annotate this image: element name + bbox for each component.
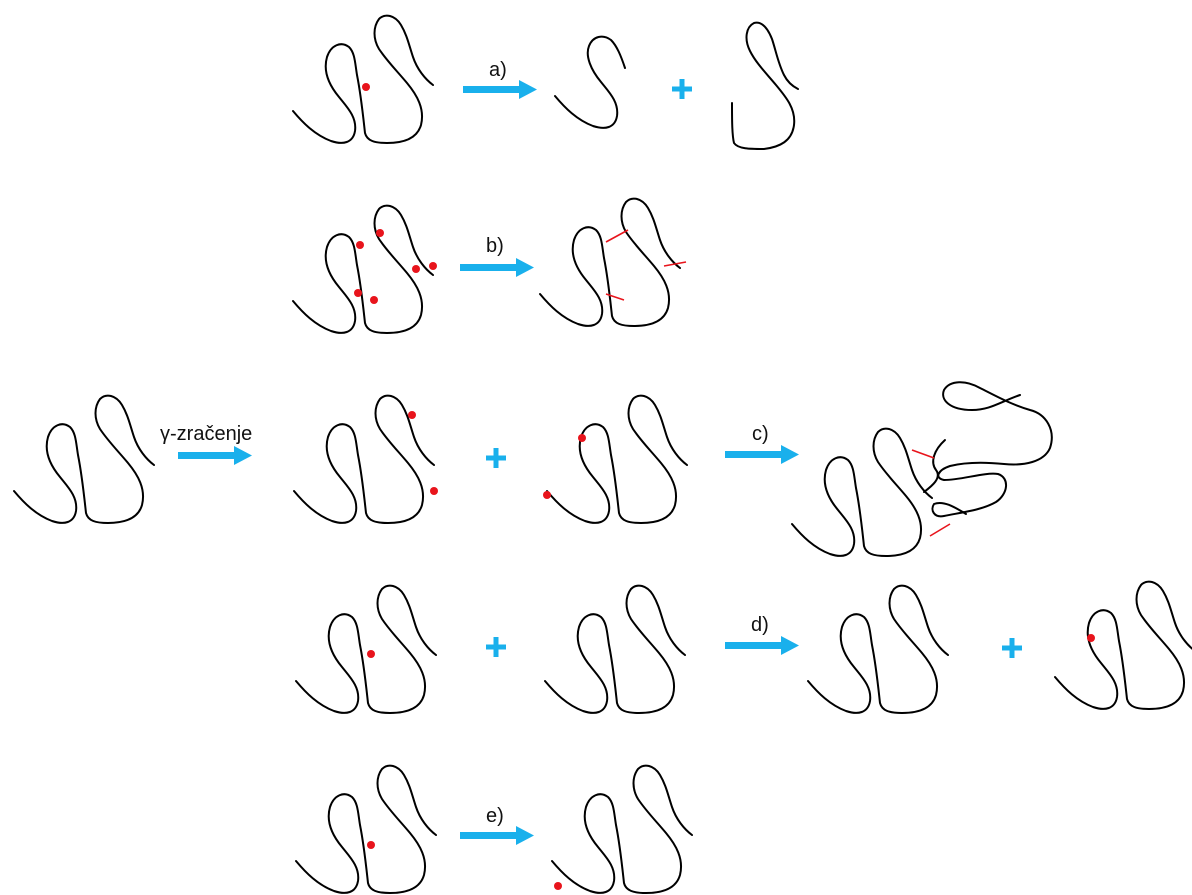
reaction-arrow-a: [463, 80, 537, 99]
radiation-label: γ-zračenje: [160, 423, 252, 445]
reaction-arrow-e: [460, 826, 534, 845]
plus-sign-a: [672, 79, 692, 99]
reaction-label-c: c): [752, 423, 769, 445]
radical-site: [554, 882, 562, 890]
reaction-arrow-c: [725, 445, 799, 464]
irradiated-chain-c2: [543, 394, 688, 524]
radiation-arrow: [178, 446, 252, 465]
radical-site: [370, 296, 378, 304]
reactant-chain-a: [292, 14, 434, 144]
reaction-label-b: b): [486, 235, 504, 257]
radical-site: [362, 83, 370, 91]
reactant-chain-d2: [544, 584, 686, 714]
plus-sign-d2: [1002, 638, 1022, 658]
reactant-chain-b: [292, 204, 437, 334]
irradiated-chain-c1: [293, 394, 438, 524]
reaction-label-a: a): [489, 59, 507, 81]
scission-fragment-left: [554, 35, 626, 129]
radical-site: [1087, 634, 1095, 642]
radical-site: [543, 491, 551, 499]
reactant-chain-e: [295, 764, 437, 894]
radical-site: [408, 411, 416, 419]
initial-polymer-chain: [13, 394, 155, 524]
product-chain-d2: [1054, 580, 1192, 710]
reaction-arrow-d: [725, 636, 799, 655]
radical-site: [376, 229, 384, 237]
radical-site: [354, 289, 362, 297]
radical-site: [430, 487, 438, 495]
radical-site: [429, 262, 437, 270]
crosslinked-product-c: [791, 381, 1053, 557]
radical-site: [356, 241, 364, 249]
reaction-label-e: e): [486, 805, 504, 827]
reaction-arrow-b: [460, 258, 534, 277]
plus-sign-c: [486, 448, 506, 468]
radical-site: [367, 841, 375, 849]
product-chain-d1: [807, 584, 949, 714]
scission-fragment-right: [731, 21, 799, 150]
reactant-chain-d1: [295, 584, 437, 714]
radical-site: [578, 434, 586, 442]
radical-site: [412, 265, 420, 273]
reaction-label-d: d): [751, 614, 769, 636]
plus-sign-d1: [486, 637, 506, 657]
radical-site: [367, 650, 375, 658]
crosslinked-product-b: [539, 197, 687, 327]
product-chain-e: [551, 764, 693, 894]
